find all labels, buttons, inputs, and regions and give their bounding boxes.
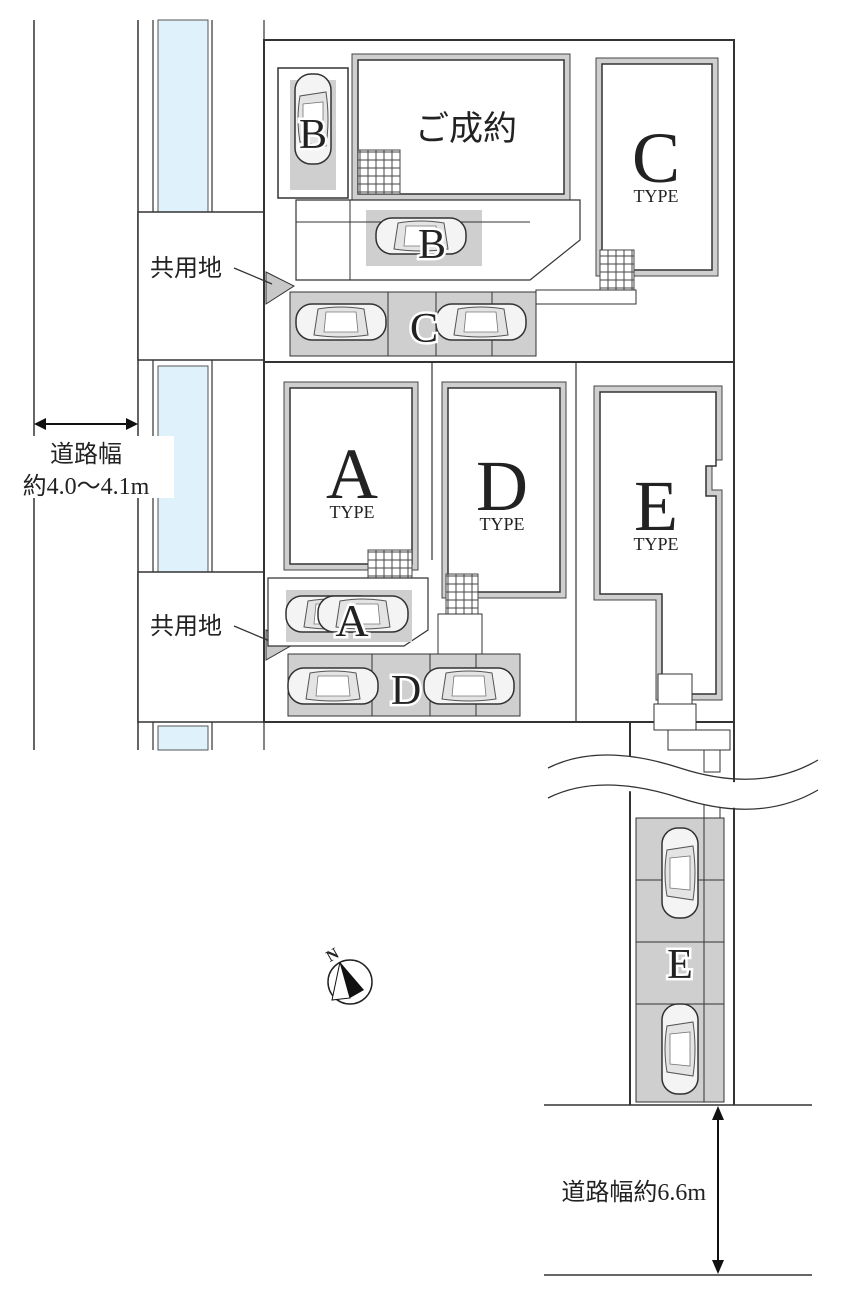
lot-d-type: TYPE	[480, 514, 525, 534]
left-road-width-line2: 約4.0〜4.1m	[23, 473, 150, 500]
parking-b-1-label: B	[299, 112, 327, 158]
lot-e-access	[264, 721, 849, 1105]
sold-label: ご成約	[415, 110, 517, 148]
left-road-dimension: 道路幅 約4.0〜4.1m	[23, 418, 174, 500]
lot-c-type: TYPE	[634, 186, 679, 206]
parking-a-label: A	[335, 595, 368, 646]
bottom-road-width: 道路幅約6.6m	[561, 1179, 706, 1206]
lot-a-letter: A	[326, 434, 378, 514]
lot-d-letter: D	[476, 446, 528, 526]
parking-b-2-label: B	[418, 222, 446, 268]
lot-c-letter: C	[632, 118, 680, 198]
left-road-width-line1: 道路幅	[50, 441, 122, 468]
car-icon	[423, 667, 515, 705]
car-icon	[295, 303, 387, 341]
common-land-label-bottom: 共用地	[150, 613, 222, 640]
car-icon	[287, 667, 379, 705]
car-icon	[661, 827, 699, 919]
car-icon	[661, 1003, 699, 1095]
parking-d-label: D	[391, 668, 421, 714]
parking-c-label: C	[410, 306, 438, 352]
lot-a-type: TYPE	[330, 502, 375, 522]
bottom-road: 道路幅約6.6m	[544, 1104, 812, 1276]
car-icon	[435, 303, 527, 341]
lot-e-letter: E	[634, 466, 678, 546]
north-compass-icon: N	[323, 945, 373, 1005]
lot-e-type: TYPE	[634, 534, 679, 554]
labels: ご成約 B B C TYPE C A TYPE A D TYPE D E TYP…	[150, 110, 695, 991]
common-land-label-top: 共用地	[150, 255, 222, 282]
parking-e-label: E	[667, 942, 693, 988]
